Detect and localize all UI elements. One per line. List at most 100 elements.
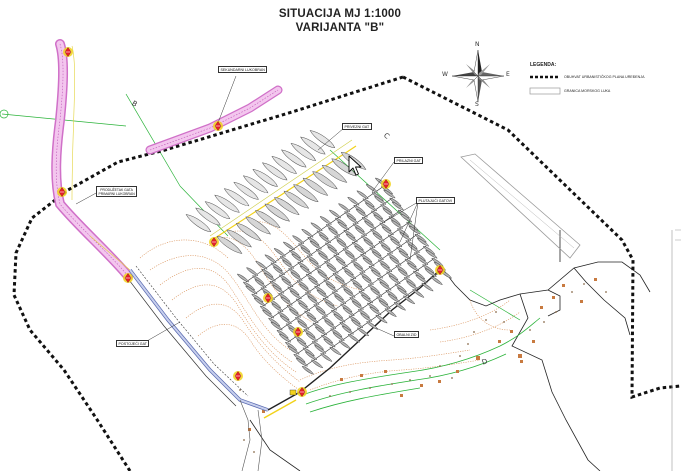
boat-hull <box>390 238 403 248</box>
boat-hull <box>422 264 435 273</box>
boat-hull <box>298 284 312 293</box>
boat-hull <box>297 261 310 271</box>
boat-hull <box>321 316 334 325</box>
boat-hull <box>362 257 375 267</box>
boat-hull <box>344 252 358 261</box>
boat-hull <box>271 303 284 312</box>
mouse-cursor-icon <box>348 155 362 176</box>
boat-hull <box>279 333 292 343</box>
shoreline <box>249 230 651 472</box>
boat-hull <box>253 297 266 307</box>
boat-hull <box>363 239 376 248</box>
moored-boat <box>261 162 319 203</box>
section-marker <box>57 187 67 197</box>
boat-hull <box>404 258 417 268</box>
boat-hull <box>362 198 375 208</box>
terrain-points <box>248 278 597 431</box>
boat-hull <box>383 189 396 199</box>
boat-hull <box>333 313 346 323</box>
boat-hull <box>344 270 357 280</box>
boat-hull <box>347 334 360 343</box>
boat-hull <box>282 260 295 269</box>
boat-hull <box>364 221 377 230</box>
boat-hull <box>323 338 336 348</box>
boat-hull <box>334 295 347 305</box>
label-pier-extension-line2: PRIMARNI LUKOBRAN <box>98 191 135 196</box>
boat-hull <box>324 261 337 270</box>
boat-hull <box>361 217 374 226</box>
boat-hull <box>369 306 382 316</box>
boat-hull <box>324 320 337 329</box>
boat-hull <box>287 286 300 296</box>
boat-hull <box>413 270 426 280</box>
boat-hull <box>345 233 358 243</box>
boat-hull <box>331 309 344 319</box>
boat-hull <box>430 276 443 285</box>
boat-hull <box>346 215 359 224</box>
section-markers <box>57 47 445 397</box>
boat-hull <box>371 269 384 279</box>
boat-hull <box>393 302 406 311</box>
boat-hull <box>311 341 324 350</box>
label-pier-extension-line1: PRODUŽETAK GATA <box>100 187 133 192</box>
secondary-breakwater <box>145 75 283 155</box>
reference-lines <box>1 93 521 321</box>
boat-hull <box>333 254 346 264</box>
boat-hull <box>259 305 272 315</box>
boat-hull <box>385 289 398 299</box>
boat-hull <box>361 294 374 304</box>
boat-hull <box>370 288 383 297</box>
boat-hull <box>327 246 340 256</box>
boat-hull <box>388 216 401 225</box>
floating-pier <box>304 269 444 367</box>
boat-hull <box>391 201 404 211</box>
compass-rose-icon <box>451 49 505 103</box>
boat-hull <box>338 203 351 212</box>
boat-hull <box>380 204 393 213</box>
boat-hull <box>378 241 391 250</box>
boat-hull <box>291 253 304 263</box>
boat-hull <box>282 241 296 251</box>
boat-hull <box>314 345 327 354</box>
moored-boat <box>252 168 310 209</box>
boat-hull <box>279 315 292 325</box>
boat-hull <box>414 233 427 243</box>
boat-hull <box>417 237 430 247</box>
boat-hull <box>280 297 293 306</box>
boat-hull <box>389 257 402 266</box>
moored-boat <box>195 207 252 248</box>
page-subtitle: VARIJANTA "B" <box>295 22 385 34</box>
boat-hull <box>326 265 339 274</box>
boat-hull <box>276 329 289 339</box>
boat-hull <box>374 196 387 205</box>
boat-hull <box>337 221 350 231</box>
boat-hull <box>290 272 303 281</box>
boat-hull <box>357 309 370 318</box>
boat-hull <box>305 333 318 342</box>
boat-hull <box>371 192 384 201</box>
compass-east: E <box>506 71 510 78</box>
boat-hull <box>341 285 354 294</box>
boat-hull <box>349 297 362 306</box>
boat-hull <box>246 267 259 276</box>
boat-hull <box>269 281 282 290</box>
boat-hull <box>350 260 364 269</box>
boat-hull <box>376 296 389 305</box>
floating-pier <box>287 245 427 343</box>
terrain-contours <box>139 221 521 393</box>
boat-hull <box>355 209 368 218</box>
boat-hull <box>329 346 342 356</box>
section-marker <box>213 121 223 131</box>
boat-hull <box>377 259 390 269</box>
boat-hull <box>365 184 378 193</box>
boat-hull <box>313 304 326 313</box>
boat-hull <box>370 229 383 238</box>
section-marker <box>123 273 133 283</box>
boat-hull <box>279 256 292 265</box>
boat-hull <box>379 222 392 232</box>
boat-hull <box>389 197 402 207</box>
boat-hull <box>397 269 410 278</box>
section-marker <box>263 293 273 303</box>
boat-hull <box>299 265 312 275</box>
legend-item-boundary: OBUHVAT URBANISTIČKOG PLANA UREĐENJA <box>564 75 645 79</box>
